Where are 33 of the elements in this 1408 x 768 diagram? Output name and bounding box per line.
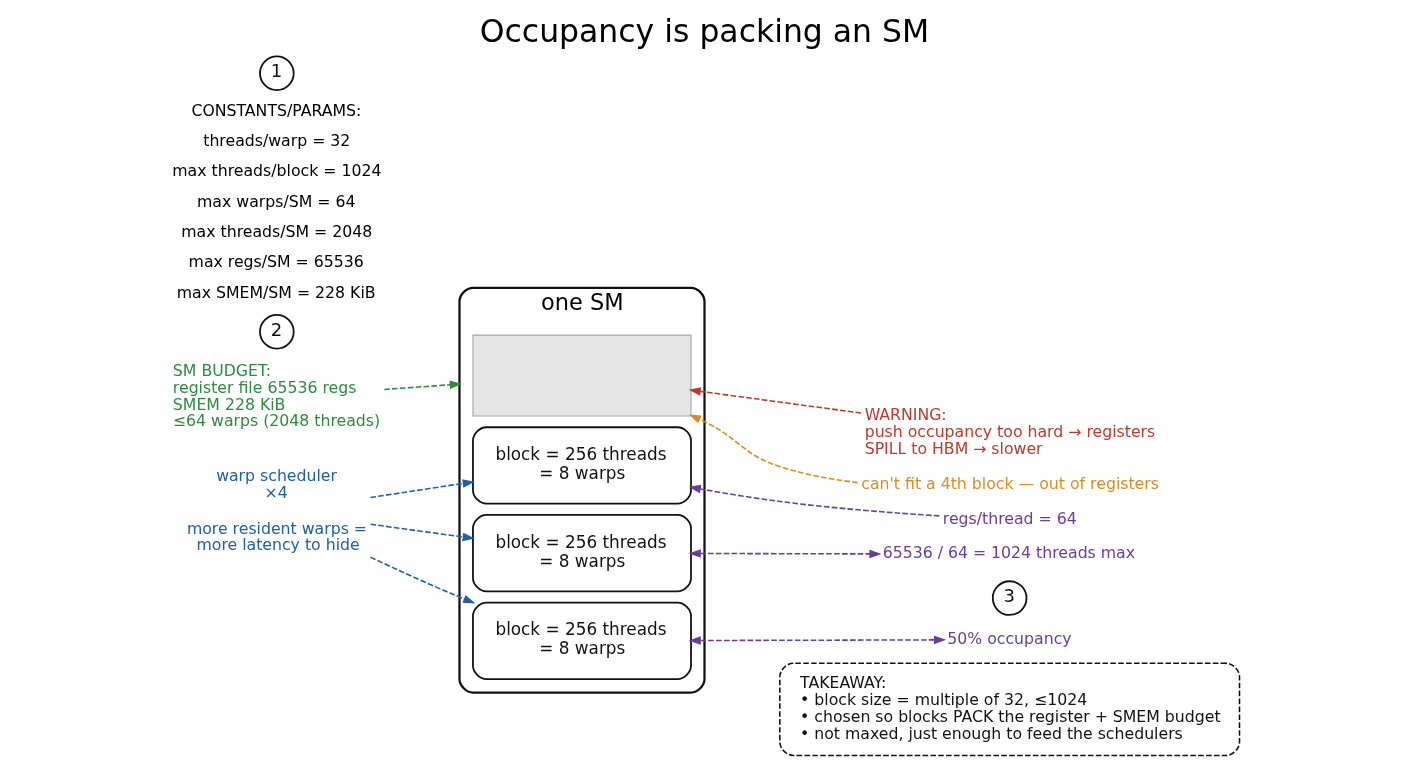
arrow xyxy=(688,414,859,484)
label: max regs/SM = 65536 xyxy=(188,252,364,272)
node-text: can't fit a 4th block — out of registers xyxy=(860,473,1159,493)
label: max threads/block = 1024 xyxy=(171,161,381,181)
node-text: SM BUDGET: register file 65536 regs SMEM 228 KiB ≤64 warps (2048 threads) xyxy=(172,360,380,431)
arrow xyxy=(369,479,475,499)
node-label: more resident warps = more latency to hide xyxy=(186,518,367,555)
label: max warps/SM = 64 xyxy=(196,191,355,211)
node-box xyxy=(471,334,692,417)
arrow xyxy=(688,635,946,645)
arrow xyxy=(688,484,940,517)
node-text: WARNING: push occupancy too hard → registers SPILL to HBM → slower xyxy=(864,405,1155,458)
node-box: TAKEAWAY: • block size = multiple of 32, ≤1024 • chosen so blocks PACK the register + SMEM budget • not maxed, just enough to feed the schedulers xyxy=(778,662,1240,757)
arrow xyxy=(688,549,881,559)
label: max threads/SM = 2048 xyxy=(180,221,372,241)
node-box: block = 256 threads = 8 warps xyxy=(471,601,692,680)
node-text: 65536 / 64 = 1024 threads max xyxy=(882,543,1135,563)
label: threads/warp = 32 xyxy=(202,130,350,150)
arrow xyxy=(369,556,475,604)
node-text: 50% occupancy xyxy=(946,628,1072,648)
node-box: block = 256 threads = 8 warps xyxy=(471,426,692,505)
label: CONSTANTS/PARAMS: xyxy=(190,100,361,120)
node-circle: 3 xyxy=(991,580,1027,616)
node-text: regs/thread = 64 xyxy=(942,508,1077,528)
label: max SMEM/SM = 228 KiB xyxy=(176,282,376,302)
node-circle: 1 xyxy=(258,55,295,91)
arrow xyxy=(688,387,862,414)
arrow xyxy=(369,523,475,542)
node-text: warp scheduler ×4 xyxy=(215,466,337,502)
diagram-title: Occupancy is packing an SM xyxy=(479,13,929,50)
arrow xyxy=(383,380,462,391)
node-box: block = 256 threads = 8 warps xyxy=(471,514,692,593)
node-circle: 2 xyxy=(258,314,295,350)
